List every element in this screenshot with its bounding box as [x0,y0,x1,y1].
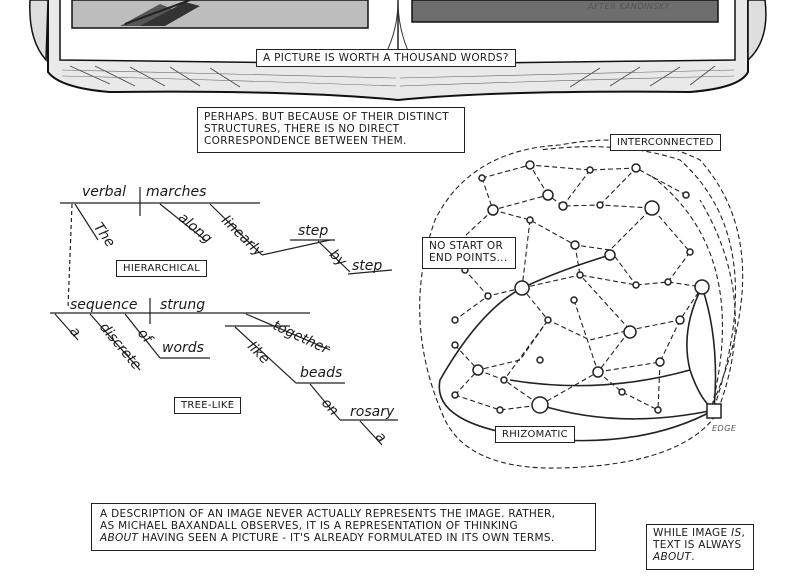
word-words: words [162,340,204,356]
word-verbal: verbal [82,184,127,200]
word-rosary: rosary [350,404,395,420]
while-line-3: ABOUT. [653,551,747,563]
while-image-textbox: WHILE IMAGE IS, TEXT IS ALWAYS ABOUT. [646,524,754,570]
perhaps-textbox: PERHAPS. BUT BECAUSE OF THEIR DISTINCT S… [197,107,465,153]
word-step-1: step [298,223,329,239]
no-start-line-2: END POINTS... [429,252,508,264]
word-marches: marches [146,184,207,200]
description-line-3-rest: HAVING SEEN A PICTURE - IT'S ALREADY FOR… [138,532,555,544]
word-sequence: sequence [70,297,138,313]
hierarchical-label: HIERARCHICAL [116,260,208,277]
description-textbox: A DESCRIPTION OF AN IMAGE NEVER ACTUALLY… [91,503,596,551]
while-comma: , [741,527,746,539]
description-line-1: A DESCRIPTION OF AN IMAGE NEVER ACTUALLY… [100,508,556,520]
perhaps-line-2: STRUCTURES, THERE IS NO DIRECT [204,123,400,135]
tree-like-label: TREE-LIKE [174,397,242,414]
book-caption: AFTER KANDINSKY [588,2,671,11]
rhizomatic-label: RHIZOMATIC [495,426,575,443]
while-line-1: WHILE IMAGE IS, [653,527,747,539]
description-line-2: AS MICHAEL BAXANDALL OBSERVES, IT IS A R… [100,520,518,532]
perhaps-line-3: CORRESPONDENCE BETWEEN THEM. [204,135,407,147]
while-about-emphasis: ABOUT [653,551,692,563]
while-text-a: WHILE IMAGE [653,527,732,539]
edge-label: EDGE [712,424,737,433]
book-illustration [29,0,767,102]
no-start-line-1: NO START OR [429,240,504,252]
interconnected-label: INTERCONNECTED [610,134,721,151]
perhaps-line-1: PERHAPS. BUT BECAUSE OF THEIR DISTINCT [204,111,449,123]
description-about-emphasis: ABOUT [100,532,139,544]
word-strung: strung [160,297,206,313]
while-is-emphasis: IS [731,527,742,539]
question-label: A PICTURE IS WORTH A THOUSAND WORDS? [256,49,516,67]
no-start-label: NO START OR END POINTS... [422,237,516,269]
sentence-diagram-lines [50,187,398,446]
word-step-2: step [352,258,383,274]
while-period: . [691,551,695,563]
description-line-3: ABOUT HAVING SEEN A PICTURE - IT'S ALREA… [100,532,587,544]
while-line-2: TEXT IS ALWAYS [653,539,742,551]
word-beads: beads [300,365,343,381]
